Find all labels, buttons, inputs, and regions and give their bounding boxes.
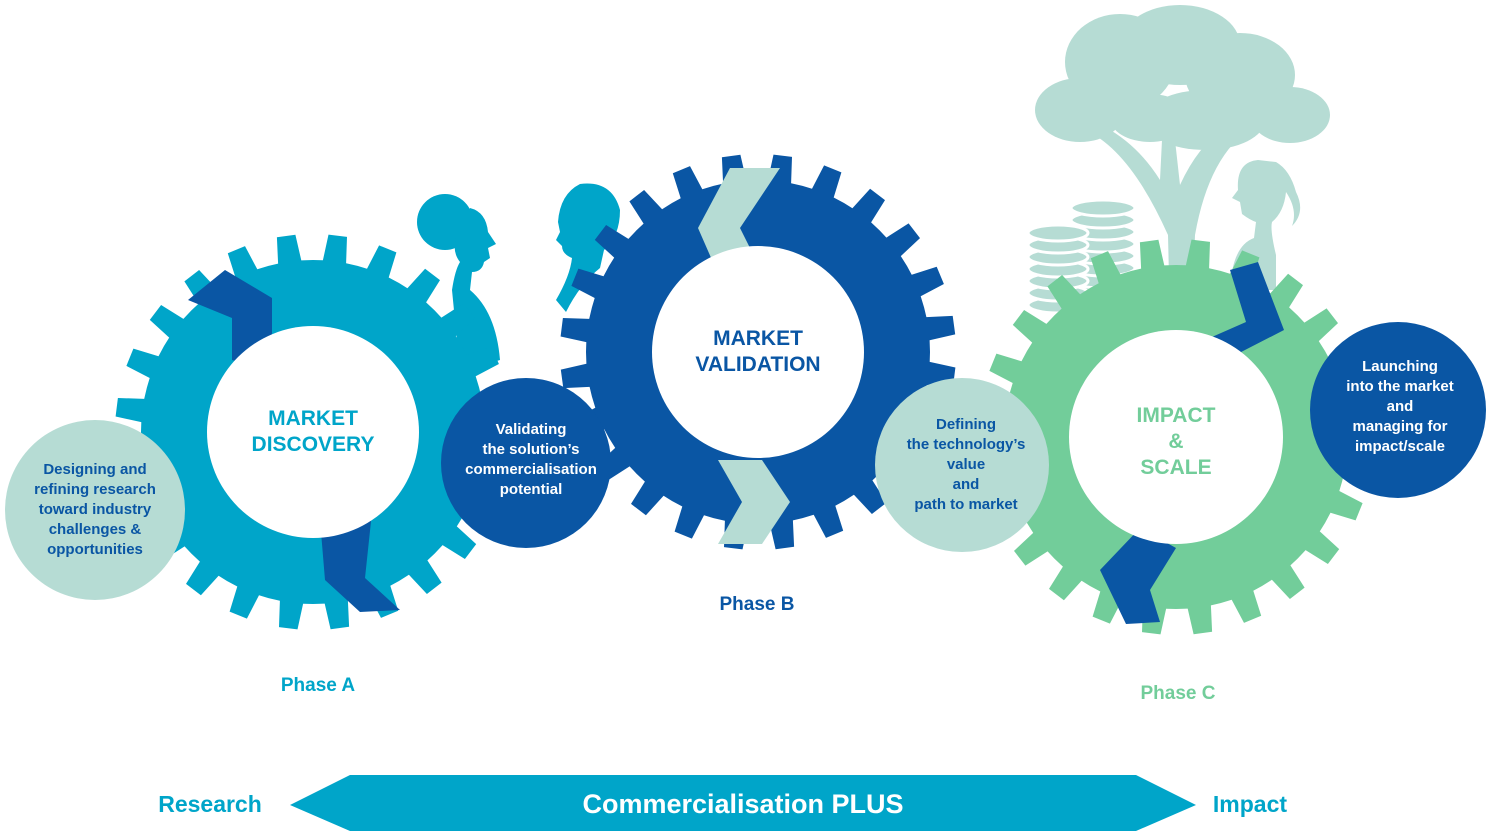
bubble-validating-text: Validating the solution’s commercialisat… [465,421,597,498]
phase-b-label: Phase B [719,594,795,615]
tree-icon [1035,5,1330,320]
impact-label: Impact [1212,791,1288,817]
research-label: Research [158,791,262,817]
bubble-phase-a-text: Designing and refining research toward i… [34,461,156,558]
gear-a-center [207,326,419,538]
bubble-phase-a [5,420,185,600]
phase-a-label: Phase A [280,675,356,696]
gear-b-center [652,246,864,458]
gear-a-title: MARKET DISCOVERY [251,407,375,456]
gear-b-title: MARKET VALIDATION [695,327,821,376]
zigzag-arrow-a [188,270,400,612]
bubble-phase-c [1310,322,1486,498]
woman-silhouette-icon [417,194,500,372]
man-silhouette-icon [556,183,620,312]
bubble-defining [875,378,1049,552]
gear-c-title: IMPACT & SCALE [1136,404,1216,479]
gear-c-center [1069,330,1283,544]
bubble-defining-text: Defining the technology’s value and path… [906,416,1026,513]
bubble-phase-c-text: Launching into the market and managing f… [1346,358,1454,455]
phase-c-label: Phase C [1140,683,1216,704]
commercialisation-arrow [290,775,1196,831]
commercialisation-label: Commercialisation PLUS [582,789,904,819]
bubble-validating [441,378,611,548]
